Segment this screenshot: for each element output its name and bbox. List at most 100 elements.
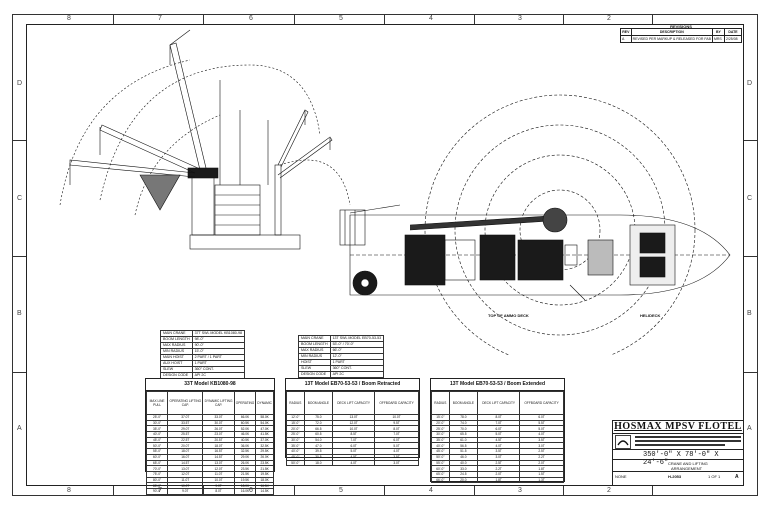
load-table-cell: 6.0T — [519, 414, 564, 421]
load-table-cell: 61.0 — [448, 436, 479, 444]
load-table-cell: 1.8T — [519, 465, 564, 472]
aux-radius-arc — [279, 159, 351, 206]
load-table-cell: 90'-0" — [145, 487, 169, 495]
aux-boom-mid — [277, 136, 333, 179]
zone-bottom-5: 5 — [339, 487, 343, 494]
zone-top-5: 5 — [339, 15, 343, 22]
load-table-cell: 46.0 — [448, 453, 479, 461]
sheet-title-row: CRANE AND LIFTING ARRANGEMENT — [613, 459, 743, 472]
load-table-cell: 13.0T — [332, 414, 376, 421]
rev-cell: 2/25/08 — [723, 35, 743, 43]
load-table-cell: 40'-0" — [145, 431, 169, 438]
zone-bottom-3: 3 — [518, 487, 522, 494]
reel-hub — [360, 278, 370, 288]
rev-cell: A — [620, 35, 632, 43]
load-table-cell: 3.5T — [519, 436, 564, 444]
fine-print-line — [635, 444, 725, 446]
load-table-cell: 20.0 — [448, 476, 479, 484]
load-table-cell: 14.5T — [202, 453, 235, 461]
deck-module — [444, 239, 476, 281]
load-table-cell: 5.5T — [519, 419, 564, 427]
load-table-cell: 11.0T — [202, 470, 235, 478]
crane-radius-arc — [99, 64, 321, 201]
load-table-cell: 60.5 — [303, 431, 334, 438]
crane-radius-arc — [59, 59, 191, 206]
zone-tick — [474, 14, 475, 24]
scale-value: NONE — [615, 474, 627, 479]
load-table-cell: 8.0T — [374, 425, 419, 433]
load-table-cell: 10.0T — [202, 476, 235, 484]
crane-radius-arc — [134, 114, 221, 216]
load-table-cell: 50'-0" — [145, 442, 169, 450]
load-table-cell: 19.5K — [255, 470, 274, 478]
sheet-title-line1: CRANE AND LIFTING — [668, 461, 708, 466]
load-table-cell: 32.5K — [255, 442, 274, 450]
load-table-header: OPERATING LIFTING CAP. — [167, 391, 204, 415]
load-table-cell: 7.0T — [477, 419, 521, 427]
zone-right-a: A — [747, 425, 752, 432]
load-table-cell: 18.0T — [202, 442, 235, 450]
load-table-cell: 5.0T — [374, 442, 419, 450]
deck-structure — [339, 209, 366, 246]
load-table-cell: 9.0T — [167, 487, 204, 495]
zone-tick — [294, 14, 295, 24]
zone-top-6: 6 — [249, 15, 253, 22]
zone-tick — [384, 486, 385, 496]
load-table-cell: 8.0T — [202, 487, 235, 495]
drawing-number: H-2053 — [668, 474, 682, 479]
load-table-cell: 10.0T — [374, 414, 419, 421]
zone-tick — [113, 14, 114, 24]
load-table-header: DYNAMIC LIFTING CAP. — [202, 391, 235, 415]
load-table-cell: 6.0T — [374, 436, 419, 444]
zone-top-4: 4 — [429, 15, 433, 22]
zone-tick — [744, 140, 758, 141]
load-table-cell: 2.5T — [519, 448, 564, 455]
load-table-header: RADIUS — [286, 391, 305, 415]
logo-row — [613, 433, 743, 450]
zone-top-2: 2 — [607, 15, 611, 22]
zone-tick — [113, 486, 114, 496]
dimensions-row: 350'-0" X 78'-0" X 24'-6" — [613, 449, 743, 467]
load-table-cell: 55'-0" — [145, 448, 169, 455]
vessel-plan-view — [349, 94, 731, 355]
zone-left-a: A — [17, 425, 22, 432]
load-table-cell: 16.5K — [255, 482, 274, 489]
load-table-cell: 3.0T — [374, 459, 419, 467]
load-table-cell: 54.0 — [303, 436, 334, 444]
load-table-cell: 58.0K — [255, 414, 274, 421]
zone-tick — [474, 486, 475, 496]
zone-tick — [12, 256, 26, 257]
load-table-cell: 10.0T — [332, 425, 376, 433]
sheet-title-line2: ARRANGEMENT — [671, 466, 703, 471]
main-boom-lowered — [69, 159, 196, 178]
load-table-cell: 18.0K — [255, 476, 274, 484]
deck-module — [479, 234, 516, 281]
accommodation-block — [639, 256, 666, 278]
load-table-header: MAX LINE PULL — [145, 391, 169, 415]
load-table-cell: 13.0T — [202, 459, 235, 467]
load-table-cell: 2.5T — [477, 459, 521, 467]
load-table-cell: 8.5T — [332, 431, 376, 438]
load-table-cell: 5.0T — [477, 431, 521, 438]
zone-tick — [563, 14, 564, 24]
load-table-title: 13T Model EB70-53-53 / Boom Extended — [431, 379, 564, 391]
load-table-cell: 47.0 — [303, 442, 334, 450]
load-table-cell: 54.0K — [255, 419, 274, 427]
load-table-cell: 41.5K — [255, 431, 274, 438]
hull-section — [189, 234, 301, 250]
load-table-cell: 30.5 — [303, 453, 334, 461]
load-table-cell: 45'-0" — [145, 436, 169, 444]
load-table-cell: 66'-0" — [431, 476, 450, 484]
load-table-cell: 85'-0" — [145, 482, 169, 489]
